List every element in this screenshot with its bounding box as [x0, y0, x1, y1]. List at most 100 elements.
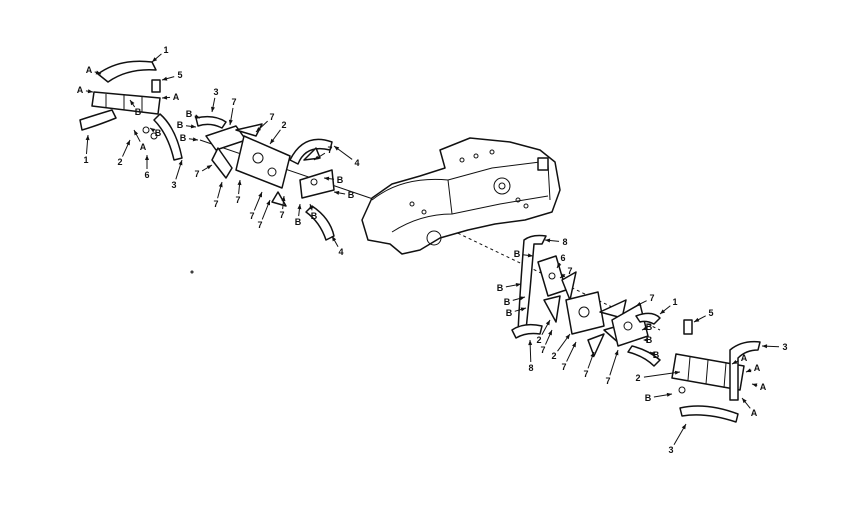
callout-label: A — [751, 408, 758, 418]
callout-arrowhead — [545, 320, 550, 326]
callout-19: 7 — [194, 164, 213, 179]
callout-arrowhead — [762, 344, 768, 349]
callout-arrowhead — [527, 253, 533, 258]
callout-label: A — [140, 142, 147, 152]
callout-label: 3 — [171, 180, 176, 190]
callout-label: 7 — [279, 210, 284, 220]
callout-42: B — [641, 322, 653, 332]
callout-49: 7 — [561, 341, 577, 372]
callout-arrowhead — [206, 165, 212, 170]
callout-9: 2 — [117, 139, 131, 167]
transmission-housing — [361, 137, 561, 255]
callout-arrowhead — [270, 138, 275, 144]
callout-57: A — [741, 397, 758, 418]
callout-2: A — [77, 85, 94, 95]
callout-label: 3 — [782, 342, 787, 352]
callout-arrowhead — [565, 334, 570, 340]
callout-48: 8 — [528, 339, 534, 373]
callout-label: 5 — [708, 308, 713, 318]
callout-label: 7 — [231, 97, 236, 107]
callout-label: B — [311, 211, 318, 221]
callout-arrowhead — [334, 146, 340, 151]
callout-arrowhead — [162, 76, 168, 81]
callout-40: 1 — [659, 297, 678, 315]
callout-label: 7 — [249, 211, 254, 221]
callout-52: 2 — [635, 370, 681, 383]
callout-arrowhead — [211, 106, 215, 112]
callout-27: B — [323, 175, 344, 185]
callout-16: 7 — [228, 97, 237, 126]
callout-arrowhead — [746, 368, 752, 373]
callout-51: 7 — [605, 349, 619, 386]
callout-label: B — [135, 107, 142, 117]
callout-50: 7 — [583, 351, 595, 379]
callout-arrowhead — [95, 70, 101, 75]
callout-arrowhead — [192, 137, 198, 142]
callout-30: 4 — [333, 145, 360, 168]
callout-24: 7 — [279, 195, 286, 220]
callout-label: 7 — [605, 376, 610, 386]
callout-arrowhead — [126, 140, 130, 146]
callout-arrowhead — [548, 330, 552, 336]
left-outer-tine-group — [79, 60, 161, 140]
callout-arrowhead — [150, 128, 156, 133]
callout-17: 7 — [255, 112, 275, 133]
callout-43: B — [643, 335, 653, 345]
callout-arrowhead — [87, 89, 93, 94]
callout-20: 7 — [213, 181, 223, 209]
callout-38: B — [506, 307, 527, 318]
callout-label: B — [646, 335, 653, 345]
callout-label: 7 — [213, 199, 218, 209]
right-outer-tine-group — [671, 319, 761, 423]
callout-label: A — [173, 92, 180, 102]
callout-59: 3 — [668, 423, 687, 455]
callout-label: 4 — [354, 158, 359, 168]
callout-arrowhead — [190, 124, 196, 129]
callout-arrowhead — [642, 326, 648, 330]
callout-arrowhead — [528, 340, 533, 346]
callout-arrowhead — [614, 350, 619, 356]
callout-arrowhead — [297, 204, 302, 210]
callout-leader-line — [643, 371, 681, 378]
callout-3: 5 — [161, 70, 183, 81]
callout-label: 2 — [536, 335, 541, 345]
callout-14: B — [180, 133, 199, 143]
callout-arrowhead — [334, 190, 340, 195]
callout-arrowhead — [636, 301, 642, 306]
callout-label: 7 — [194, 169, 199, 179]
callout-18: 2 — [269, 120, 287, 145]
callout-arrowhead — [237, 180, 242, 186]
callout-label: 2 — [635, 373, 640, 383]
callout-label: 7 — [567, 266, 572, 276]
callout-label: 6 — [144, 170, 149, 180]
callout-label: B — [514, 249, 521, 259]
callout-arrowhead — [258, 192, 262, 198]
callout-label: B — [653, 350, 660, 360]
callout-label: B — [180, 133, 187, 143]
callout-arrowhead — [752, 383, 758, 388]
callout-41: 5 — [693, 308, 714, 323]
callout-arrowhead — [742, 398, 747, 404]
callout-29: B — [309, 203, 318, 221]
callout-label: 2 — [551, 351, 556, 361]
callout-label: 7 — [583, 369, 588, 379]
callout-arrowhead — [228, 119, 233, 125]
callout-25: B — [295, 203, 302, 227]
callout-34: 6 — [556, 253, 566, 269]
callout-label: 3 — [213, 87, 218, 97]
callout-37: B — [504, 296, 526, 307]
callout-arrowhead — [590, 352, 595, 358]
callout-11: 3 — [211, 87, 219, 113]
callout-label: 7 — [540, 345, 545, 355]
callout-32: 8 — [544, 237, 568, 247]
callout-label: 1 — [672, 297, 677, 307]
callout-label: B — [155, 128, 162, 138]
callout-0: 1 — [151, 45, 169, 63]
callout-label: 5 — [177, 70, 182, 80]
callout-label: B — [337, 175, 344, 185]
callout-label: A — [86, 65, 93, 75]
callout-arrowhead — [519, 296, 525, 301]
callout-arrowhead — [650, 352, 656, 357]
callout-label: B — [497, 283, 504, 293]
